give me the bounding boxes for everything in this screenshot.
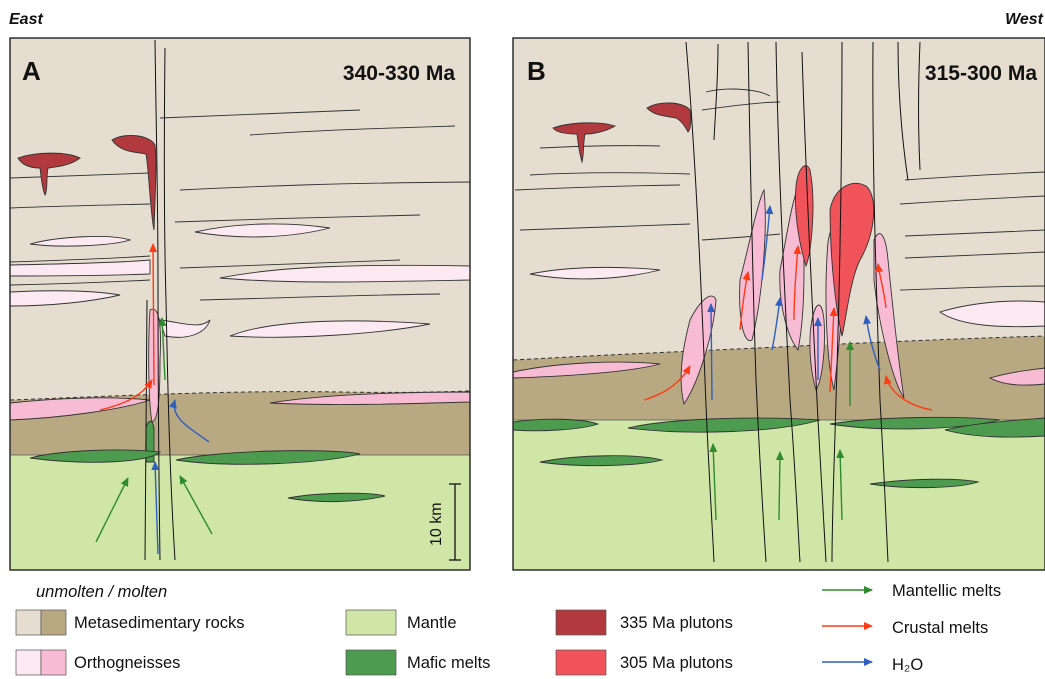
legend-335-plutons: 335 Ma plutons xyxy=(555,609,733,636)
legend-335-plutons-label: 335 Ma plutons xyxy=(620,614,733,632)
legend-orthogneisses: Orthogneisses xyxy=(15,649,180,676)
panel-a: 10 km A 340-330 Ma xyxy=(9,37,471,571)
panel-b-age: 315-300 Ma xyxy=(925,62,1037,85)
legend-305-plutons-label: 305 Ma plutons xyxy=(620,654,733,672)
scale-bar-label: 10 km xyxy=(428,502,445,546)
legend-mafic-melts-swatch xyxy=(345,649,397,676)
legend-orthogneisses-label: Orthogneisses xyxy=(74,654,180,672)
legend-orthogneisses-molten-swatch xyxy=(40,649,67,676)
legend-mantellic-melts: Mantellic melts xyxy=(822,582,1001,600)
legend-mafic-melts: Mafic melts xyxy=(345,649,490,676)
legend-crustal-melts: Crustal melts xyxy=(822,619,988,637)
legend-metasedimentary: Metasedimentary rocks xyxy=(15,609,245,636)
legend-crustal-melts-label: Crustal melts xyxy=(892,619,988,637)
east-label: East xyxy=(9,11,43,28)
legend-mantle: Mantle xyxy=(345,609,457,636)
legend-mantle-swatch xyxy=(345,609,397,636)
legend-metasedimentary-unmolten-swatch xyxy=(15,609,42,636)
legend-305-plutons: 305 Ma plutons xyxy=(555,649,733,676)
panel-b-label: B xyxy=(527,56,546,86)
legend: unmolten / molten Metasedimentary rocks … xyxy=(15,582,1001,676)
scale-bar: 10 km xyxy=(428,483,461,561)
legend-orthogneisses-unmolten-swatch xyxy=(15,649,42,676)
legend-mantle-label: Mantle xyxy=(407,614,457,632)
pluton-335-a xyxy=(17,134,157,231)
legend-mantellic-melts-label: Mantellic melts xyxy=(892,582,1001,600)
legend-metasedimentary-label: Metasedimentary rocks xyxy=(74,614,245,632)
legend-metasedimentary-molten-swatch xyxy=(40,609,67,636)
panel-a-label: A xyxy=(22,56,41,86)
panel-b: B 315-300 Ma xyxy=(512,37,1045,571)
legend-335-plutons-swatch xyxy=(555,609,607,636)
pluton-335-b xyxy=(552,102,692,164)
legend-mafic-melts-label: Mafic melts xyxy=(407,654,490,672)
legend-305-plutons-swatch xyxy=(555,649,607,676)
legend-state-header: unmolten / molten xyxy=(36,583,167,601)
panel-a-age: 340-330 Ma xyxy=(343,62,455,85)
legend-h2o: H₂O xyxy=(822,656,923,674)
legend-h2o-label: H₂O xyxy=(892,656,923,674)
west-label: West xyxy=(1005,11,1044,28)
